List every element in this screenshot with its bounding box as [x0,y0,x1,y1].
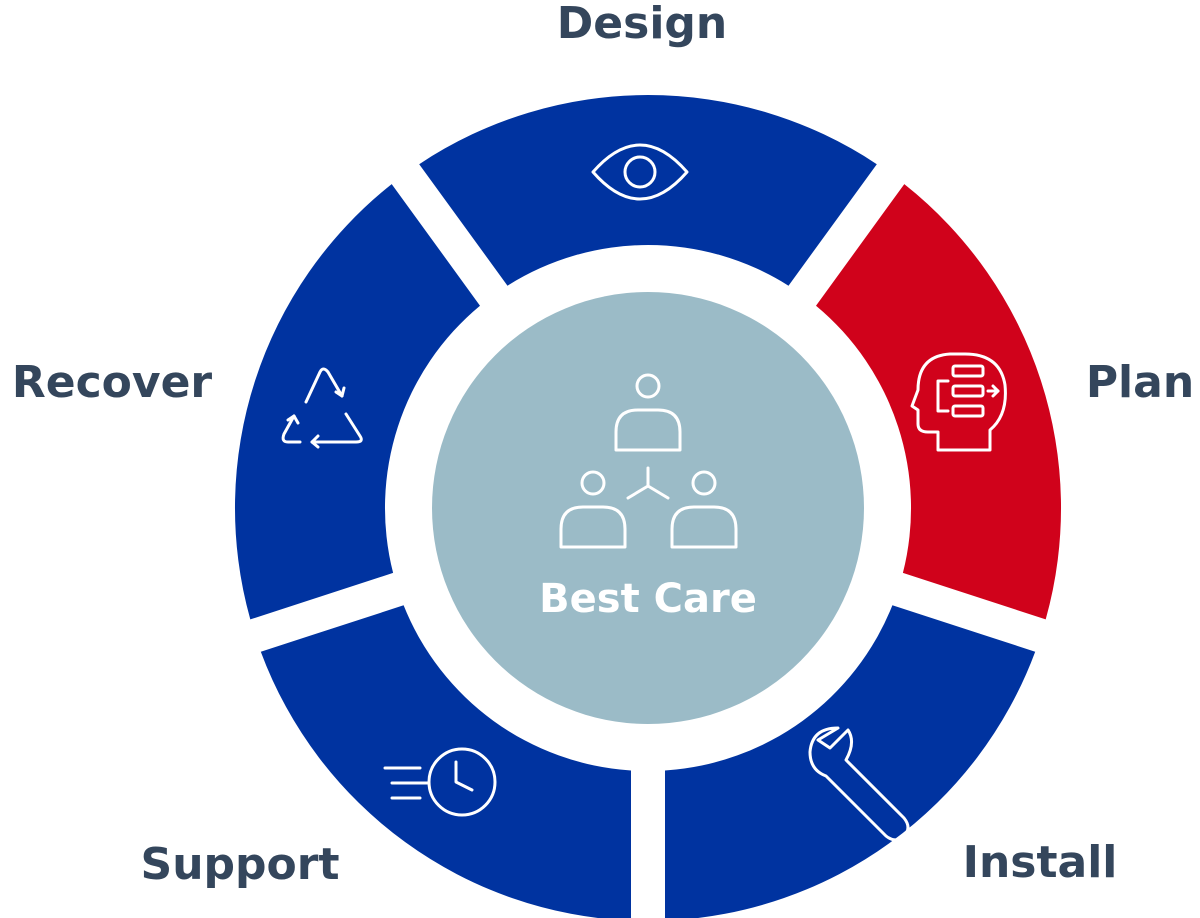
segment-recover[interactable] [234,184,480,620]
label-recover: Recover [12,357,213,408]
label-plan: Plan [1086,357,1194,408]
people-network-icon [559,373,738,549]
ring-segments [234,95,1062,918]
segment-design[interactable] [419,95,877,286]
segment-install[interactable] [665,605,1036,918]
segment-support[interactable] [260,605,631,918]
center-label: Best Care [539,576,757,622]
fast-clock-icon [383,747,497,817]
label-support: Support [141,839,340,890]
eye-icon [591,143,689,201]
label-design: Design [557,0,727,49]
label-install: Install [963,837,1118,888]
recycle-icon [281,367,363,449]
wrench-icon [808,726,910,842]
head-thinking-icon [910,352,1007,452]
center-circle [432,292,864,724]
